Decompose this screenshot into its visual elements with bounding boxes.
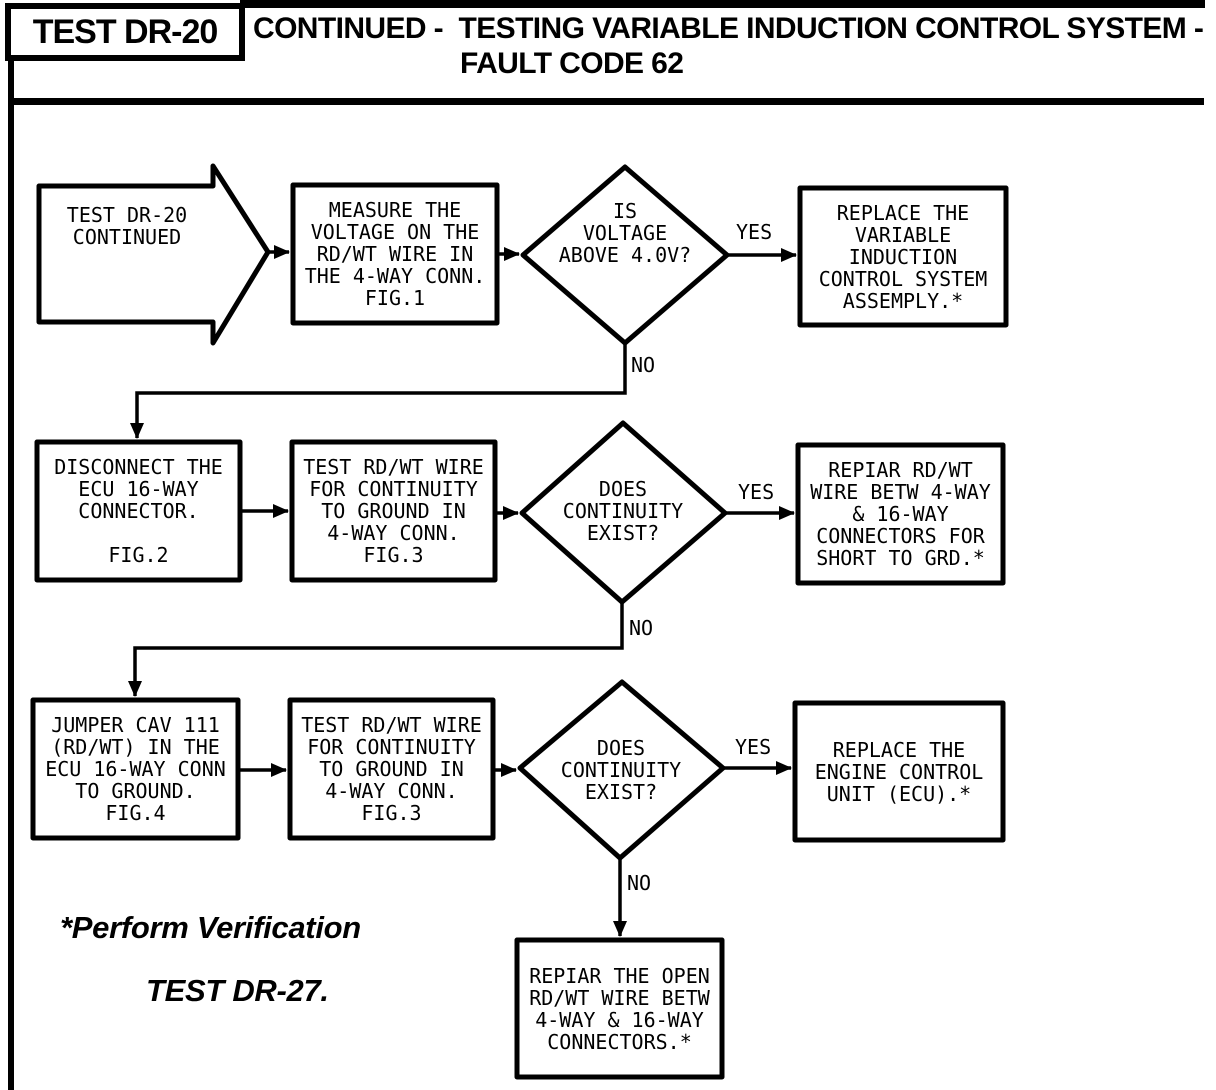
repair-short-text: REPIAR RD/WT WIRE BETW 4-WAY & 16-WAY CO…	[810, 458, 991, 570]
top-rule	[240, 0, 1205, 8]
test-continuity-1-text: TEST RD/WT WIRE FOR CONTINUITY TO GROUND…	[303, 455, 484, 567]
label-yes-1: YES	[736, 220, 773, 244]
replace-ecu-text: REPLACE THE ENGINE CONTROL UNIT (ECU).*	[814, 737, 984, 806]
jumper-cav-text: JUMPER CAV 111 (RD/WT) IN THE ECU 16-WAY…	[45, 713, 226, 825]
connector-no2	[128, 602, 624, 697]
header-divider	[8, 98, 1204, 105]
label-no-1: NO	[631, 353, 656, 377]
box-replace-vics	[797, 185, 1009, 328]
left-rule	[8, 3, 14, 1090]
continuity-check-2-text: DOES CONTINUITY EXIST?	[560, 736, 682, 804]
box-test-continuity-1	[289, 439, 498, 583]
repair-open-text: REPIAR THE OPEN RD/WT WIRE BETW 4-WAY & …	[529, 963, 710, 1054]
box-repair-short	[795, 442, 1006, 586]
box-test-continuity-2	[287, 697, 496, 841]
start-banner-text: TEST DR-20 CONTINUED	[66, 203, 188, 249]
footnote-line2: TEST DR-27.	[146, 973, 329, 1008]
continuity-check-1-text: DOES CONTINUITY EXIST?	[562, 477, 684, 545]
box-disconnect-ecu	[34, 439, 243, 583]
box-replace-ecu	[792, 700, 1006, 843]
footnote-line1: *Perform Verification	[60, 910, 361, 945]
replace-vics-text: REPLACE THE VARIABLE INDUCTION CONTROL S…	[818, 200, 988, 313]
measure-voltage-text: MEASURE THE VOLTAGE ON THE RD/WT WIRE IN…	[304, 198, 486, 310]
page-title-line1: CONTINUED - TESTING VARIABLE INDUCTION C…	[253, 12, 1204, 45]
start-banner-shape	[36, 163, 271, 346]
disconnect-ecu-text: DISCONNECT THE ECU 16-WAY CONNECTOR. FIG…	[54, 455, 223, 567]
label-yes-3: YES	[735, 735, 772, 759]
box-repair-open	[514, 937, 725, 1080]
label-yes-2: YES	[738, 480, 775, 504]
connector-no1	[130, 343, 627, 439]
test-id-label: TEST DR-20	[32, 12, 219, 51]
box-measure-voltage	[290, 182, 500, 326]
voltage-check-text: IS VOLTAGE ABOVE 4.0V?	[558, 199, 692, 267]
test-continuity-2-text: TEST RD/WT WIRE FOR CONTINUITY TO GROUND…	[301, 713, 482, 825]
box-jumper-cav	[30, 697, 241, 841]
test-id-box: TEST DR-20	[5, 3, 245, 61]
label-no-2: NO	[629, 616, 654, 640]
page-title-line2: FAULT CODE 62	[460, 47, 684, 80]
label-no-3: NO	[627, 871, 652, 895]
